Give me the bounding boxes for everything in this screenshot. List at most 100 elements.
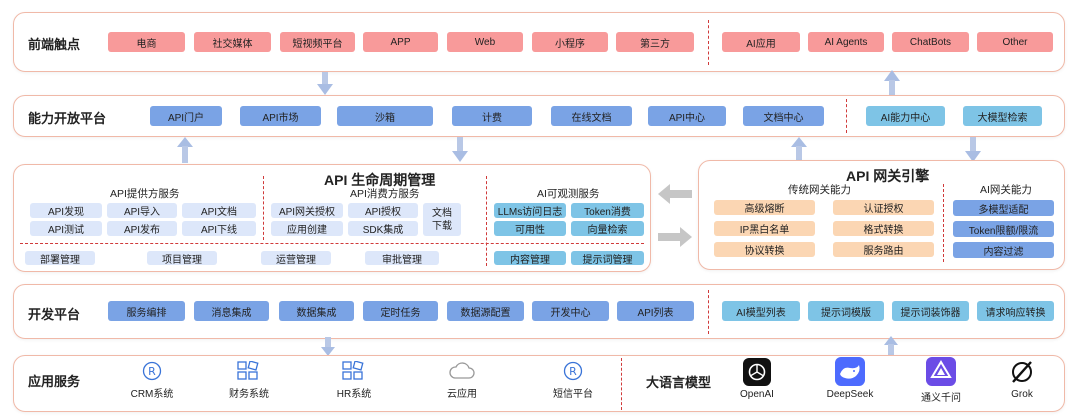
capability-chip-ai-center[interactable]: AI能力中心 [866,106,945,126]
app-crm[interactable]: R CRM系统 [120,360,184,400]
app-cloud-label: 云应用 [447,389,477,400]
app-hr[interactable]: HR系统 [322,360,386,400]
capability-chip-online-docs[interactable]: 在线文档 [551,106,632,126]
frontend-chip-social[interactable]: 社交媒体 [194,32,271,52]
grid-icon [342,360,366,382]
frontend-title: 前端触点 [28,37,81,52]
frontend-chip-miniprogram[interactable]: 小程序 [532,32,608,52]
llm-grok[interactable]: Grok [1002,358,1042,400]
provider-chip-docs[interactable]: API文档 [182,203,256,218]
llm-tongyi[interactable]: 通义千问 [913,357,969,404]
gateway-chip-protocol[interactable]: 协议转换 [714,242,815,257]
capability-chip-portal[interactable]: API门户 [150,106,222,126]
provider-chip-test[interactable]: API测试 [30,221,102,236]
lifecycle-chip-project[interactable]: 项目管理 [147,251,217,266]
provider-chip-publish[interactable]: API发布 [107,221,177,236]
frontend-chip-chatbots[interactable]: ChatBots [892,32,969,52]
llm-deepseek[interactable]: DeepSeek [822,357,878,400]
llm-openai[interactable]: OpenAI [732,358,782,400]
doc-download-line1: 文档 [432,207,452,219]
devplatform-title: 开发平台 [28,307,81,322]
dev-chip-ai-models[interactable]: AI模型列表 [722,301,800,321]
provider-chip-offline[interactable]: API下线 [182,221,256,236]
capability-chip-llm-search[interactable]: 大模型检索 [963,106,1042,126]
frontend-chip-thirdparty[interactable]: 第三方 [616,32,694,52]
observe-chip-token[interactable]: Token消费 [571,203,644,218]
registered-icon: R [142,360,162,382]
svg-text:R: R [148,365,156,378]
openai-icon [743,358,771,386]
grid-icon [237,360,261,382]
lifecycle-chip-prompt[interactable]: 提示词管理 [571,251,644,266]
frontend-chip-app[interactable]: APP [363,32,438,52]
consumer-chip-app-create[interactable]: 应用创建 [271,221,343,236]
capability-chip-api-center[interactable]: API中心 [648,106,726,126]
gateway-chip-circuit[interactable]: 高级熔断 [714,200,815,215]
gateway-chip-authn[interactable]: 认证授权 [833,200,934,215]
capability-chip-doc-center[interactable]: 文档中心 [743,106,824,126]
lifecycle-chip-content[interactable]: 内容管理 [494,251,566,266]
consumer-chip-doc-download[interactable]: 文档下载 [423,203,461,236]
arrow-up-icon [791,137,807,163]
lifecycle-title: API 生命周期管理 [324,172,436,188]
lifecycle-chip-deploy[interactable]: 部署管理 [25,251,95,266]
capability-chip-billing[interactable]: 计费 [452,106,532,126]
dev-chip-dev-center[interactable]: 开发中心 [532,301,609,321]
arrow-up-icon [884,336,898,356]
app-finance-label: 财务系统 [229,389,269,400]
observe-chip-vector[interactable]: 向量检索 [571,221,644,236]
app-finance[interactable]: 财务系统 [217,360,281,400]
dev-chip-data-integration[interactable]: 数据集成 [279,301,354,321]
capability-chip-market[interactable]: API市场 [240,106,321,126]
provider-chip-discover[interactable]: API发现 [30,203,102,218]
provider-chip-import[interactable]: API导入 [107,203,177,218]
dev-chip-datasource[interactable]: 数据源配置 [447,301,524,321]
llm-tongyi-label: 通义千问 [921,393,961,404]
consumer-chip-sdk[interactable]: SDK集成 [348,221,418,236]
frontend-chip-shortvideo[interactable]: 短视频平台 [280,32,355,52]
arrow-up-icon [177,137,193,163]
arrow-left-icon [658,184,692,204]
dev-chip-scheduled[interactable]: 定时任务 [363,301,438,321]
appservices-title: 应用服务 [28,374,81,389]
lifecycle-chip-approval[interactable]: 审批管理 [365,251,439,266]
observe-chip-availability[interactable]: 可用性 [494,221,566,236]
frontend-divider [708,20,709,65]
consumer-chip-auth[interactable]: API授权 [348,203,418,218]
svg-text:R: R [569,365,577,378]
consumer-chip-gateway-auth[interactable]: API网关授权 [271,203,343,218]
gateway-divider [943,184,944,262]
observe-chip-llm-logs[interactable]: LLMs访问日志 [494,203,566,218]
frontend-chip-other[interactable]: Other [977,32,1053,52]
doc-download-line2: 下载 [432,220,452,232]
app-cloud[interactable]: 云应用 [430,360,494,400]
frontend-chip-web[interactable]: Web [447,32,523,52]
frontend-chip-ai-app[interactable]: AI应用 [722,32,800,52]
devplatform-divider [708,290,709,334]
arrow-up-icon [884,70,900,96]
gateway-chip-format[interactable]: 格式转换 [833,221,934,236]
grok-icon [1009,358,1035,386]
gateway-chip-content-filter[interactable]: 内容过滤 [953,242,1054,258]
dev-chip-req-resp[interactable]: 请求响应转换 [977,301,1054,321]
lifecycle-hdivider [20,243,644,244]
gateway-chip-token-limit[interactable]: Token限额/限流 [953,221,1054,237]
capability-chip-sandbox[interactable]: 沙箱 [337,106,433,126]
dev-chip-prompt-decorator[interactable]: 提示词装饰器 [892,301,969,321]
app-sms[interactable]: R 短信平台 [541,360,605,400]
appservices-panel [13,355,1065,412]
gateway-chip-multi-model[interactable]: 多模型适配 [953,200,1054,216]
gateway-chip-routing[interactable]: 服务路由 [833,242,934,257]
dev-chip-api-list[interactable]: API列表 [617,301,694,321]
dev-chip-messaging[interactable]: 消息集成 [194,301,269,321]
frontend-chip-ai-agents[interactable]: AI Agents [808,32,884,52]
lifecycle-chip-ops[interactable]: 运营管理 [261,251,331,266]
ai-gateway-title: AI网关能力 [980,184,1032,196]
arrow-down-icon [452,137,468,162]
arrow-down-icon [317,72,333,95]
dev-chip-prompt-template[interactable]: 提示词模版 [808,301,884,321]
llm-grok-label: Grok [1011,389,1033,400]
dev-chip-orchestration[interactable]: 服务编排 [108,301,185,321]
frontend-chip-ecommerce[interactable]: 电商 [108,32,185,52]
gateway-chip-ip-list[interactable]: IP黑白名单 [714,221,815,236]
